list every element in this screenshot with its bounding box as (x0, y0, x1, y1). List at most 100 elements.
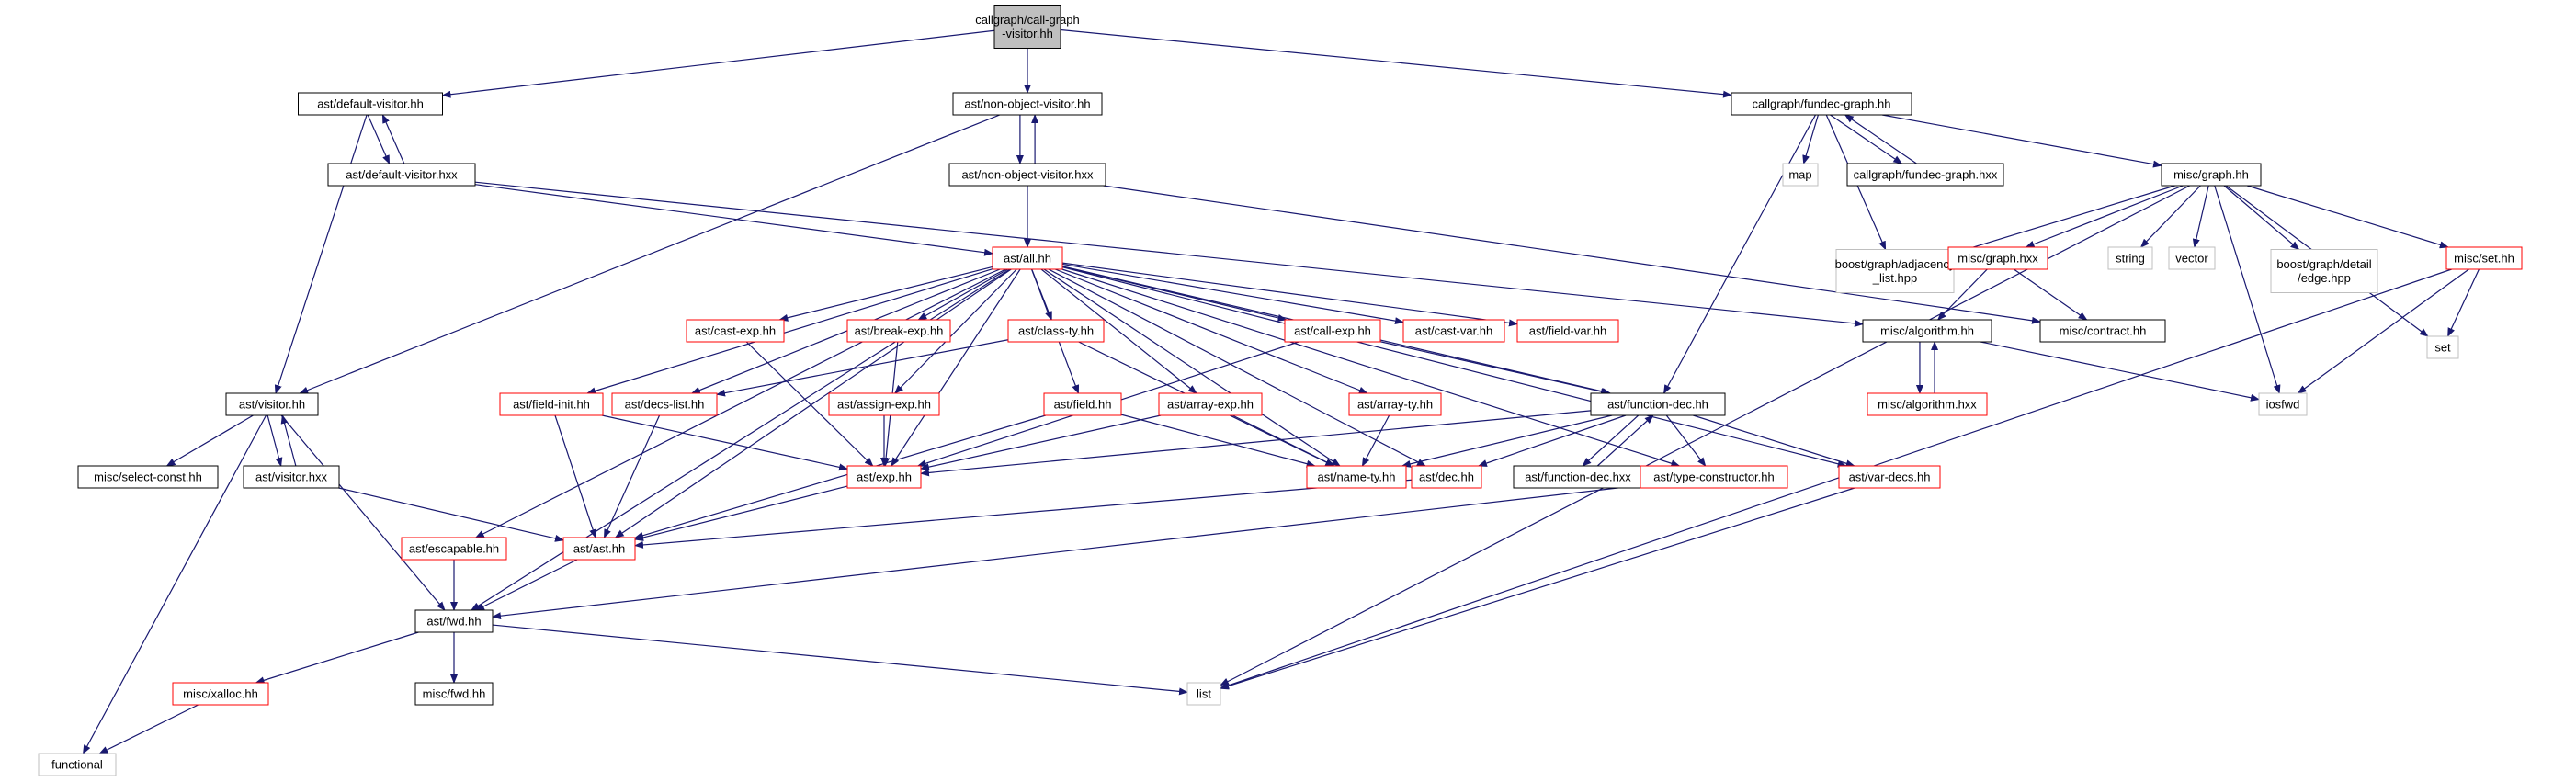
node-fundecx[interactable]: ast/function-dec.hxx (1513, 465, 1643, 489)
node-dvx[interactable]: ast/default-visitor.hxx (327, 163, 476, 187)
node-box-castvar (1402, 319, 1505, 343)
node-box-visitorx (243, 465, 340, 489)
node-box-fundecx (1513, 465, 1643, 489)
node-fieldinit[interactable]: ast/field-init.hh (499, 392, 604, 416)
node-mfwd[interactable]: misc/fwd.hh (414, 682, 494, 706)
node-box-castexp (686, 319, 785, 343)
node-typector[interactable]: ast/type-constructor.hh (1640, 465, 1788, 489)
node-label-dvx-line-0: ast/default-visitor.hxx (346, 168, 458, 182)
node-mcontract[interactable]: misc/contract.hh (2039, 319, 2166, 343)
node-label-castexp-line-0: ast/cast-exp.hh (695, 324, 776, 338)
edge-fwd-to-xalloc (255, 631, 419, 685)
edge-mgraph-to-vector (2192, 185, 2209, 248)
node-astast[interactable]: ast/ast.hh (562, 537, 636, 561)
node-label-visitor-line-0: ast/visitor.hh (239, 398, 305, 412)
node-box-malg (1862, 319, 1992, 343)
node-namety[interactable]: ast/name-ty.hh (1306, 465, 1407, 489)
node-nov[interactable]: ast/non-object-visitor.hh (952, 92, 1103, 116)
node-dv[interactable]: ast/default-visitor.hh (298, 92, 443, 116)
edge-mset-to-iosfwd (2297, 268, 2469, 394)
node-label-fwd-line-0: ast/fwd.hh (426, 615, 481, 629)
node-field[interactable]: ast/field.hh (1043, 392, 1122, 416)
node-box-dvx (327, 163, 476, 187)
node-arrayexp[interactable]: ast/array-exp.hh (1158, 392, 1263, 416)
node-fg[interactable]: callgraph/fundec-graph.hh (1731, 92, 1912, 116)
edge-callexp-to-fundec (1379, 341, 1610, 395)
node-visitorx[interactable]: ast/visitor.hxx (243, 465, 340, 489)
node-label-field-line-0: ast/field.hh (1054, 398, 1112, 412)
edge-dv-to-visitor (274, 114, 368, 394)
edge-mgraphx-to-mcontract (2013, 268, 2088, 321)
node-label-root-line-0: callgraph/call-graph (975, 13, 1079, 27)
node-box-boostadj (1835, 249, 1955, 293)
edge-all-to-vardecs (1061, 266, 1847, 468)
node-label-typector-line-0: ast/type-constructor.hh (1653, 470, 1775, 484)
edge-arrayexp-to-exp (920, 414, 1162, 471)
node-label-fieldinit-line-0: ast/field-init.hh (513, 398, 590, 412)
edge-nov-to-visitor (299, 114, 1001, 394)
node-decslist[interactable]: ast/decs-list.hh (611, 392, 718, 416)
node-fwd[interactable]: ast/fwd.hh (414, 609, 494, 633)
node-novx[interactable]: ast/non-object-visitor.hxx (948, 163, 1106, 187)
node-arrayty[interactable]: ast/array-ty.hh (1348, 392, 1442, 416)
node-label-xalloc-line-0: misc/xalloc.hh (183, 687, 258, 701)
node-box-mgraphx (1947, 246, 2048, 270)
node-box-string (2107, 246, 2153, 270)
node-exp[interactable]: ast/exp.hh (846, 465, 922, 489)
node-vardecs[interactable]: ast/var-decs.hh (1838, 465, 1941, 489)
node-mgraphx[interactable]: misc/graph.hxx (1947, 246, 2048, 270)
edge-visitor-to-fwd (280, 414, 446, 611)
node-dec[interactable]: ast/dec.hh (1411, 465, 1482, 489)
node-castexp[interactable]: ast/cast-exp.hh (686, 319, 785, 343)
edge-all-to-exp (891, 268, 1021, 467)
node-label-malgx-line-0: misc/algorithm.hxx (1878, 398, 1977, 412)
node-fgx[interactable]: callgraph/fundec-graph.hxx (1846, 163, 2004, 187)
node-label-boostedge-line-0: boost/graph/detail (2276, 257, 2371, 271)
edges-layer (82, 28, 2480, 754)
node-box-arrayexp (1158, 392, 1263, 416)
node-breakexp[interactable]: ast/break-exp.hh (846, 319, 951, 343)
node-label-fgx-line-0: callgraph/fundec-graph.hxx (1854, 168, 1998, 182)
node-mset[interactable]: misc/set.hh (2445, 246, 2523, 270)
node-label-assignexp-line-0: ast/assign-exp.hh (837, 398, 931, 412)
node-callexp[interactable]: ast/call-exp.hh (1284, 319, 1381, 343)
node-box-dec (1411, 465, 1482, 489)
node-root[interactable]: callgraph/call-graph-visitor.hh (975, 5, 1080, 49)
node-all[interactable]: ast/all.hh (992, 246, 1063, 270)
node-escapable[interactable]: ast/escapable.hh (401, 537, 507, 561)
node-selectconst[interactable]: misc/select-const.hh (77, 465, 219, 489)
edge-all-to-castvar (1061, 263, 1404, 325)
node-box-breakexp (846, 319, 951, 343)
node-assignexp[interactable]: ast/assign-exp.hh (828, 392, 940, 416)
edge-mgraphx-to-malg (1936, 268, 1988, 321)
node-castvar[interactable]: ast/cast-var.hh (1402, 319, 1505, 343)
node-visitor[interactable]: ast/visitor.hh (225, 392, 319, 416)
node-label-arrayexp-line-0: ast/array-exp.hh (1167, 398, 1254, 412)
node-label-mfwd-line-0: misc/fwd.hh (423, 687, 486, 701)
edge-fundec-to-namety (1401, 414, 1613, 468)
edge-all-to-fieldinit (586, 268, 993, 395)
node-label-nov-line-0: ast/non-object-visitor.hh (964, 97, 1090, 111)
edge-xalloc-to-functional (98, 704, 199, 754)
node-label-decslist-line-0: ast/decs-list.hh (625, 398, 705, 412)
node-box-fieldvar (1516, 319, 1619, 343)
node-label-iosfwd-line-0: iosfwd (2266, 398, 2300, 412)
node-list: list (1186, 682, 1221, 706)
node-iosfwd: iosfwd (2258, 392, 2308, 416)
node-label-fg-line-0: callgraph/fundec-graph.hh (1752, 97, 1890, 111)
node-string: string (2107, 246, 2153, 270)
node-box-callexp (1284, 319, 1381, 343)
edge-visitorx-to-visitor (280, 414, 297, 467)
node-map: map (1782, 163, 1819, 187)
node-label-mgraph-line-0: misc/graph.hh (2173, 168, 2249, 182)
node-mgraph[interactable]: misc/graph.hh (2161, 163, 2262, 187)
node-xalloc[interactable]: misc/xalloc.hh (172, 682, 269, 706)
node-fieldvar[interactable]: ast/field-var.hh (1516, 319, 1619, 343)
node-box-vardecs (1838, 465, 1941, 489)
node-classty[interactable]: ast/class-ty.hh (1007, 319, 1105, 343)
edge-malg-to-iosfwd (1980, 341, 2260, 402)
node-malg[interactable]: misc/algorithm.hh (1862, 319, 1992, 343)
node-fundec[interactable]: ast/function-dec.hh (1590, 392, 1726, 416)
edge-fg-to-fgx (1830, 114, 1903, 164)
node-malgx[interactable]: misc/algorithm.hxx (1867, 392, 1988, 416)
